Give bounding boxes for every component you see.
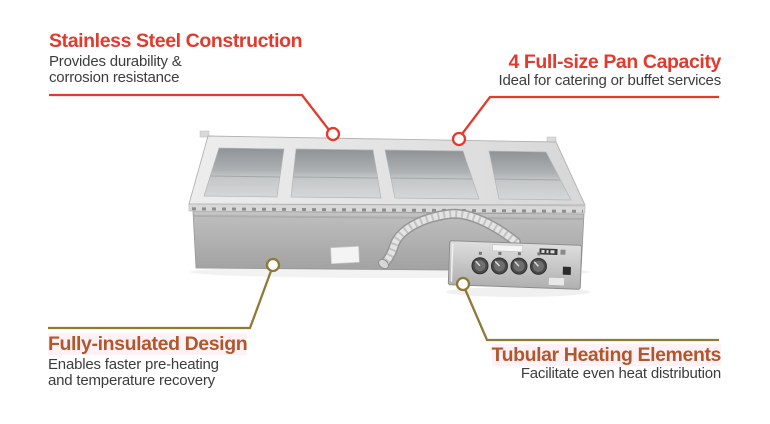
well-opening [203, 147, 285, 198]
well-floor-edges [209, 175, 561, 181]
control-knobs [471, 251, 547, 275]
callout-line-pan-capacity [461, 95, 719, 135]
well-opening [290, 148, 382, 199]
callout-line-stainless [49, 93, 330, 131]
callout-desc-line: corrosion resistance [49, 68, 180, 86]
callout-title: Tubular Heating Elements [491, 344, 721, 366]
control-box-shadow [446, 287, 590, 297]
well-openings [203, 147, 572, 201]
panel-data-plate [539, 248, 566, 255]
knob-icon [529, 252, 547, 275]
knob-icon [471, 251, 489, 275]
knob-icon [490, 251, 508, 275]
callout-desc-line: and temperature recovery [48, 371, 215, 389]
callout-marker-stainless [325, 126, 341, 142]
callout-title: Fully-insulated Design [48, 333, 248, 355]
callout-title: Stainless Steel Construction [49, 30, 303, 52]
shipping-label [330, 245, 360, 265]
knob-icon [510, 252, 528, 275]
bead-trim-strip [188, 203, 586, 214]
callout-desc-line: Facilitate even heat distribution [520, 365, 721, 382]
callout-marker-insulated [265, 257, 281, 273]
panel-tag [548, 276, 565, 286]
well-opening [384, 149, 480, 200]
control-panel [447, 240, 583, 290]
callout-marker-pan-capacity [451, 131, 467, 147]
callout-lines [48, 93, 719, 342]
callout-stainless-steel: Stainless Steel Construction Provides du… [49, 30, 303, 86]
top-flange [188, 130, 586, 206]
callout-line-insulated [48, 270, 273, 330]
callout-title: 4 Full-size Pan Capacity [508, 51, 721, 73]
callout-desc-line: Provides durability & [49, 53, 182, 70]
well-opening [488, 150, 572, 201]
callout-desc-line: Enables faster pre-heating [48, 356, 219, 373]
callout-tubular-heating: Tubular Heating Elements Facilitate even… [491, 344, 721, 382]
callout-desc-line: Ideal for catering or buffet services [498, 72, 722, 89]
callout-fully-insulated: Fully-insulated Design Enables faster pr… [48, 333, 248, 389]
callout-pan-capacity: 4 Full-size Pan Capacity Ideal for cater… [498, 51, 722, 89]
conduit-hose [378, 208, 521, 270]
rim-tab-left [199, 130, 210, 138]
callout-marker-heating [455, 276, 471, 292]
panel-switch [562, 266, 571, 275]
panel-label [492, 244, 523, 253]
callout-line-heating [463, 288, 719, 342]
